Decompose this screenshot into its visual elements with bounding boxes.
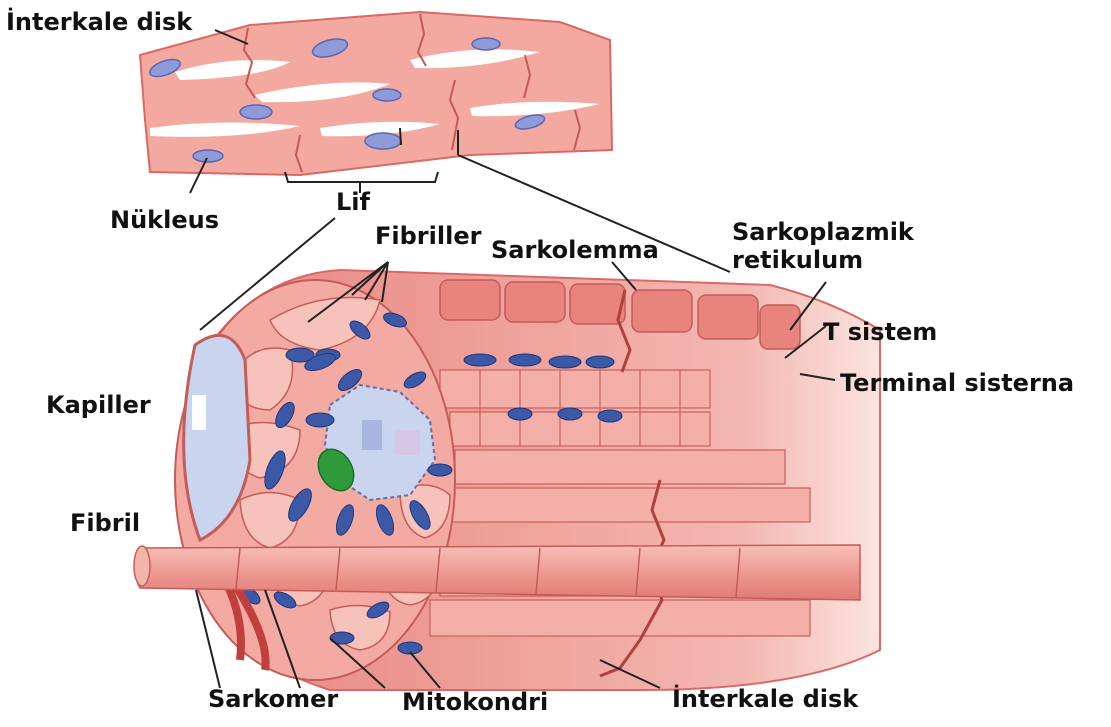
label-sarkolemma: Sarkolemma [491,236,659,264]
label-fibriller: Fibriller [375,222,481,250]
label-fibril: Fibril [70,509,140,537]
label-terminal-sisterna: Terminal sisterna [840,369,1074,397]
label-lif: Lif [336,188,370,216]
label-kapiller: Kapiller [46,391,151,419]
label-sarkomer: Sarkomer [208,685,338,713]
fiber-block [134,270,880,690]
label-interkale-disk-bottom: İnterkale disk [672,685,858,713]
label-t-sistem: T sistem [823,318,937,346]
label-mitokondri: Mitokondri [402,688,548,716]
label-nukleus: Nükleus [110,206,219,234]
fiber-network [140,12,612,182]
label-interkale-disk-top: İnterkale disk [6,8,192,36]
label-sarkoplazmik-retikulum: Sarkoplazmik retikulum [732,218,914,274]
